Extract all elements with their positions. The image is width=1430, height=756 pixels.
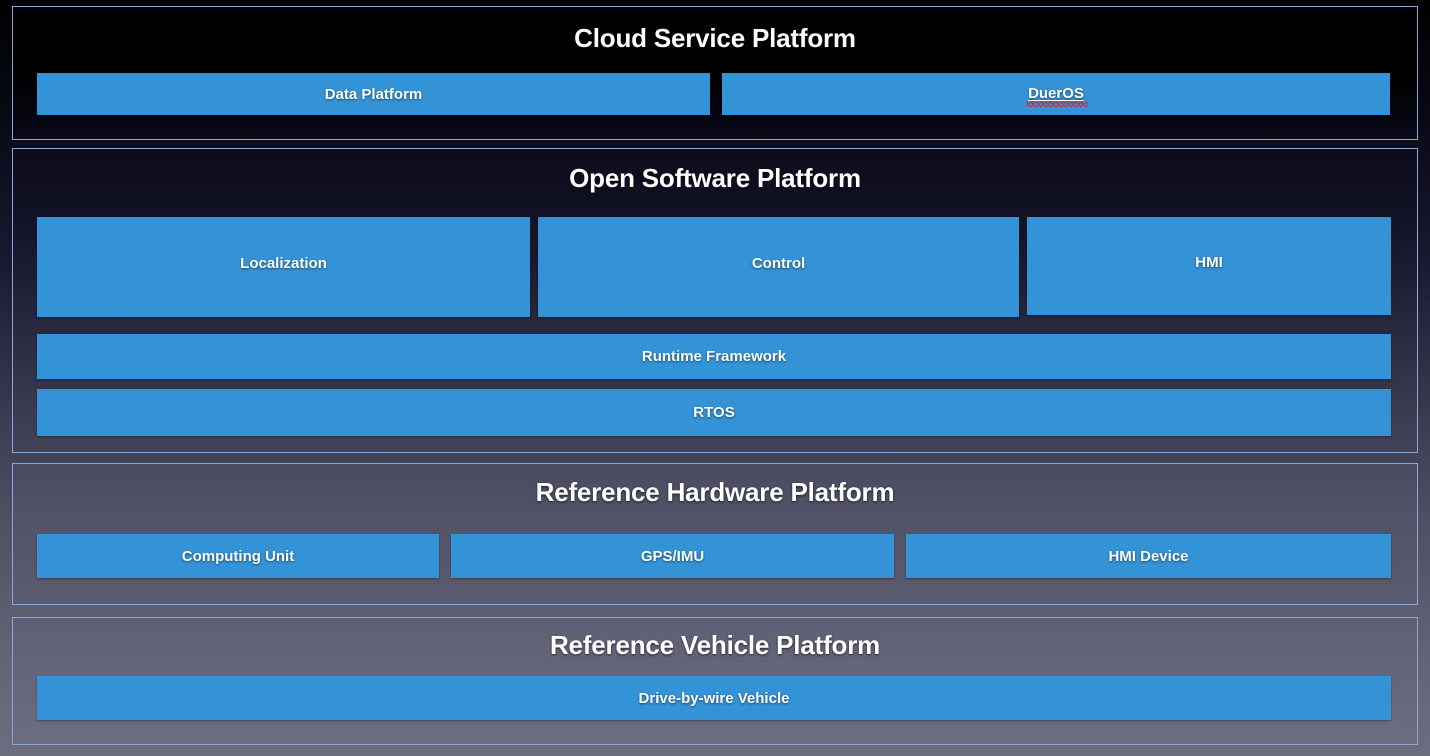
- block-hmi-device[interactable]: HMI Device: [906, 534, 1391, 578]
- block-gps-imu-label: GPS/IMU: [640, 547, 705, 565]
- cloud-service-platform-title: Cloud Service Platform: [574, 23, 856, 53]
- open-software-platform-title: Open Software Platform: [569, 163, 861, 193]
- block-control-label: Control: [751, 254, 806, 272]
- block-rtos-label: RTOS: [693, 404, 735, 421]
- block-localization[interactable]: Localization: [37, 217, 530, 317]
- block-runtime-framework-label: Runtime Framework: [641, 348, 787, 365]
- block-dueros-label: DuerOS: [1026, 84, 1088, 107]
- block-computing-unit-label: Computing Unit: [181, 547, 295, 565]
- block-data-platform-label: Data Platform: [324, 85, 423, 103]
- block-drive-by-wire-vehicle-label: Drive-by-wire Vehicle: [638, 689, 790, 707]
- block-drive-by-wire-vehicle[interactable]: Drive-by-wire Vehicle: [37, 676, 1391, 720]
- reference-hardware-platform-title: Reference Hardware Platform: [535, 477, 895, 507]
- layer-panel-open-software-platform: Open Software Platform Localization Cont…: [12, 148, 1418, 453]
- block-hmi-label: HMI: [1195, 253, 1223, 271]
- layer-panel-reference-vehicle-platform: Reference Vehicle Platform Drive-by-wire…: [12, 617, 1418, 745]
- layer-panel-reference-hardware-platform: Reference Hardware Platform Computing Un…: [12, 463, 1418, 605]
- block-rtos[interactable]: RTOS: [37, 389, 1391, 436]
- block-runtime-framework[interactable]: Runtime Framework: [37, 334, 1391, 379]
- block-hmi[interactable]: HMI: [1027, 217, 1391, 315]
- block-localization-label: Localization: [240, 254, 327, 272]
- layer-panel-cloud-service-platform: Cloud Service Platform Data Platform Due…: [12, 6, 1418, 140]
- reference-vehicle-platform-title: Reference Vehicle Platform: [549, 630, 881, 660]
- block-hmi-device-label: HMI Device: [1108, 547, 1189, 565]
- block-data-platform[interactable]: Data Platform: [37, 73, 710, 115]
- block-gps-imu[interactable]: GPS/IMU: [451, 534, 894, 578]
- block-control[interactable]: Control: [538, 217, 1019, 317]
- block-dueros[interactable]: DuerOS: [722, 73, 1390, 115]
- block-computing-unit[interactable]: Computing Unit: [37, 534, 439, 578]
